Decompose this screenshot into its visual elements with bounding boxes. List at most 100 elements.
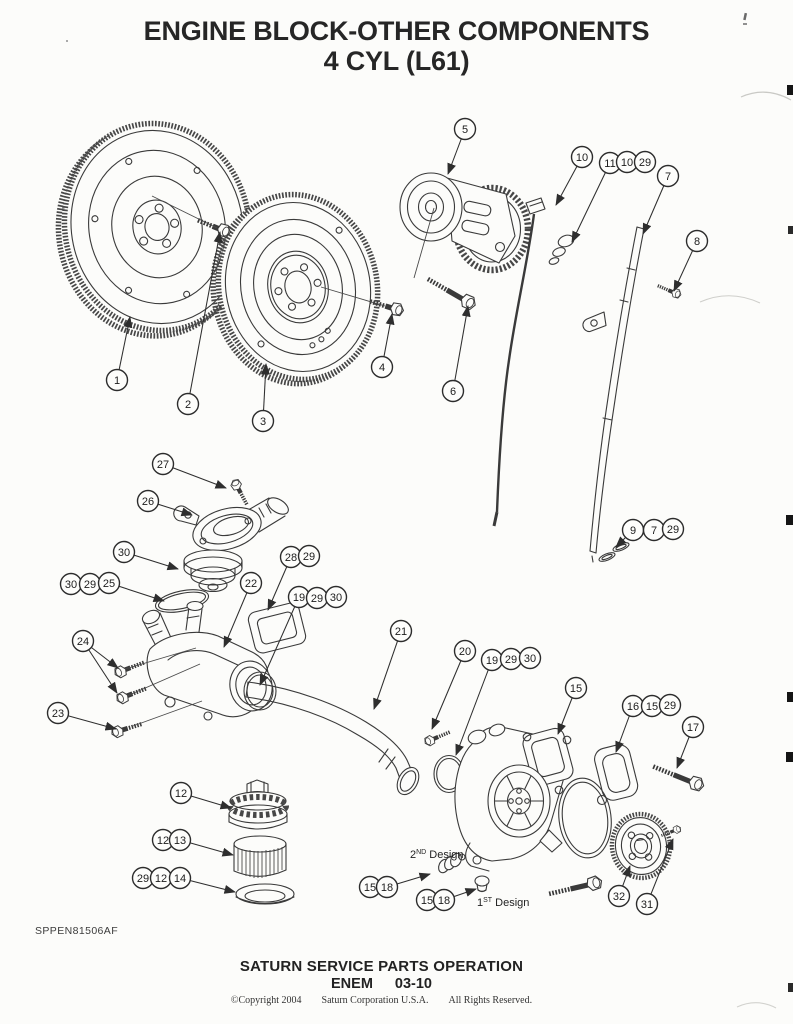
svg-text:15: 15 — [421, 895, 433, 907]
svg-text:16: 16 — [627, 701, 639, 713]
svg-text:24: 24 — [77, 636, 89, 648]
leader-arrow — [431, 650, 466, 730]
pump-gasket-drawing — [594, 744, 639, 806]
callout-32: 32 — [607, 884, 631, 908]
install-line — [320, 286, 386, 307]
callout-29: 29 — [499, 647, 523, 671]
footer-copyright: ©Copyright 2004 — [230, 995, 302, 1006]
design-note: 2ND Design — [410, 849, 464, 861]
svg-text:17: 17 — [687, 722, 699, 734]
svg-text:12: 12 — [157, 835, 169, 847]
callout-20: 20 — [453, 639, 477, 663]
svg-text:4: 4 — [379, 362, 385, 374]
svg-text:2: 2 — [185, 399, 191, 411]
svg-text:29: 29 — [639, 157, 651, 169]
svg-text:30: 30 — [330, 592, 342, 604]
part-drawings — [55, 120, 706, 905]
callout-17: 17 — [681, 715, 705, 739]
install-line — [151, 195, 218, 229]
callout-7: 7 — [656, 164, 680, 188]
svg-text:30: 30 — [65, 579, 77, 591]
tube-bolt-drawing — [654, 279, 685, 302]
water-pipe-drawing — [245, 681, 420, 796]
pump-plug-1st-design-drawing — [474, 875, 490, 893]
svg-text:11: 11 — [604, 158, 615, 170]
scan-artifacts — [62, 12, 793, 1009]
footer-reference: ENEM 03-10 — [0, 976, 763, 992]
callout-2: 2 — [176, 392, 200, 416]
callout-3: 3 — [251, 409, 275, 433]
svg-text:29: 29 — [667, 524, 679, 536]
callout-29: 29 — [633, 150, 657, 174]
footer-page-ref: 03-10 — [394, 976, 432, 992]
svg-text:23: 23 — [52, 708, 64, 720]
callout-15: 15 — [640, 694, 664, 718]
callout-13: 13 — [168, 828, 192, 852]
svg-text:18: 18 — [381, 882, 393, 894]
install-lines-layer — [124, 195, 435, 727]
leader-arrow — [162, 463, 227, 489]
callout-30: 30 — [59, 572, 83, 596]
tensioner-bolt-drawing — [425, 273, 479, 312]
svg-text:29: 29 — [311, 593, 323, 605]
callout-16: 16 — [621, 694, 645, 718]
leader-arrow — [373, 630, 402, 710]
callout-24: 24 — [71, 629, 95, 653]
leader-arrow — [187, 231, 223, 405]
leader-arrow — [455, 659, 493, 756]
callout-9: 9 — [621, 518, 645, 542]
install-line — [413, 207, 435, 279]
tube-orings-drawing — [598, 542, 630, 562]
leader-arrow — [223, 582, 252, 648]
pump-plug-2nd-design-drawing — [438, 852, 466, 874]
water-outlet-drawing — [173, 497, 289, 552]
svg-text:12: 12 — [155, 873, 167, 885]
callout-29: 29 — [658, 693, 682, 717]
footer-legal: ©Copyright 2004 Saturn Corporation U.S.A… — [0, 995, 763, 1006]
belt-tensioner-drawing — [399, 172, 532, 274]
callout-23: 23 — [46, 701, 70, 725]
pump-seal-ring-drawing — [558, 777, 612, 859]
callout-25: 25 — [97, 571, 121, 595]
svg-text:29: 29 — [84, 579, 96, 591]
svg-text:15: 15 — [646, 701, 658, 713]
svg-text:13: 13 — [174, 835, 186, 847]
flexplate-drawing — [210, 191, 381, 387]
callout-27: 27 — [151, 452, 175, 476]
install-line — [126, 663, 201, 697]
footer-rights: All Rights Reserved. — [448, 995, 533, 1006]
leader-arrow — [259, 596, 300, 686]
callout-6: 6 — [441, 379, 465, 403]
page-title: ENGINE BLOCK-OTHER COMPONENTS 4 CYL (L61… — [0, 16, 793, 76]
svg-text:25: 25 — [103, 578, 115, 590]
svg-text:5: 5 — [462, 124, 468, 136]
callout-15: 15 — [358, 875, 382, 899]
water-pump-drawing — [454, 723, 574, 872]
dipstick-tube-drawing — [582, 226, 645, 563]
title-line-1: ENGINE BLOCK-OTHER COMPONENTS — [143, 16, 650, 46]
svg-text:29: 29 — [505, 654, 517, 666]
callout-22: 22 — [239, 571, 263, 595]
design-note: 1ST Design — [477, 897, 529, 909]
svg-text:30: 30 — [118, 547, 130, 559]
svg-text:7: 7 — [651, 525, 657, 537]
svg-text:14: 14 — [174, 873, 186, 885]
thermostat-housing-drawing — [141, 600, 273, 721]
svg-text:18: 18 — [438, 895, 450, 907]
callout-15: 15 — [564, 676, 588, 700]
footer-catalog-code: ENEM — [331, 976, 373, 992]
svg-text:31: 31 — [641, 899, 653, 911]
callout-29: 29 — [78, 572, 102, 596]
callout-26: 26 — [136, 489, 160, 513]
drawing-code: SPPEN81506AF — [35, 925, 119, 937]
callout-10: 10 — [570, 145, 594, 169]
svg-text:22: 22 — [245, 578, 257, 590]
callout-29: 29 — [297, 544, 321, 568]
callout-29: 29 — [305, 586, 329, 610]
install-line — [132, 700, 203, 727]
callout-21: 21 — [389, 619, 413, 643]
leader-arrow — [452, 305, 471, 392]
thermostat-oring-drawing — [154, 589, 210, 613]
